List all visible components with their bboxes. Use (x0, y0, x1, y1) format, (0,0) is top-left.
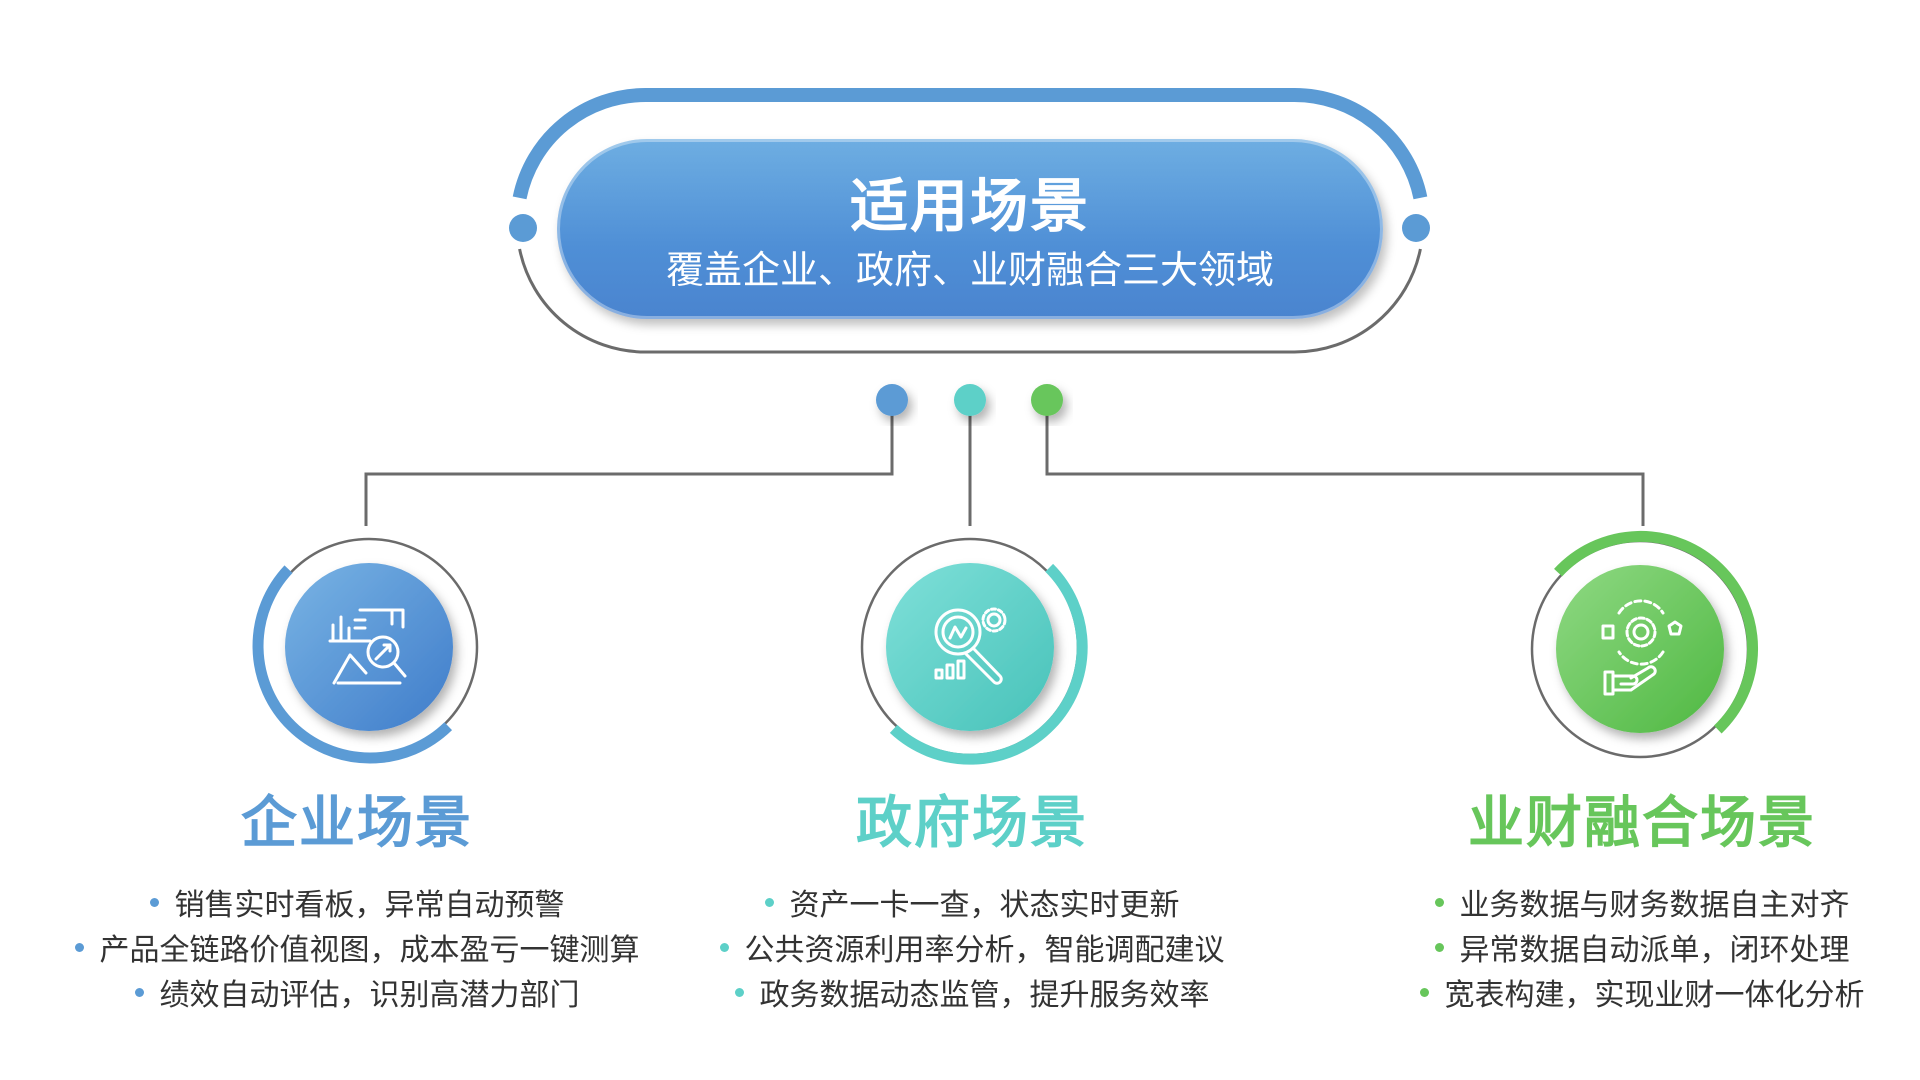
bullet-icon (149, 898, 159, 907)
page-title: 适用场景 (849, 172, 1090, 240)
connector-dot-teal (954, 384, 986, 416)
scenario-title: 政府场景 (856, 791, 1088, 856)
scenario-enterprise: 企业场景 销售实时看板，异常自动预警 产品全链路价值视图，成本盈亏一键测算 绩效… (37, 785, 677, 1018)
hand-gear-icon (1601, 599, 1683, 696)
bullet-text: 产品全链路价值视图，成本盈亏一键测算 (99, 933, 640, 968)
list-item: 政务数据动态监管，提升服务效率 (652, 973, 1292, 1018)
scenario-finance: 业财融合场景 业务数据与财务数据自主对齐 异常数据自动派单，闭环处理 宽表构建，… (1322, 785, 1920, 1018)
connector-dot-green (1031, 384, 1063, 416)
magnifier-gear-icon (934, 607, 1007, 685)
chart-analysis-icon (328, 608, 407, 685)
bullet-text: 绩效自动评估，识别高潜力部门 (159, 978, 580, 1013)
connector-dot-blue (876, 384, 908, 416)
bullet-text: 政务数据动态监管，提升服务效率 (759, 978, 1210, 1013)
bullet-text: 资产一卡一查，状态实时更新 (789, 888, 1180, 923)
bullet-text: 公共资源利用率分析，智能调配建议 (744, 933, 1225, 968)
connector-lines (364, 400, 1645, 526)
bullet-icon (1434, 898, 1444, 907)
page-subtitle: 覆盖企业、政府、业财融合三大领域 (665, 248, 1274, 292)
header-right-dot (1402, 214, 1430, 242)
list-item: 绩效自动评估，识别高潜力部门 (37, 973, 677, 1018)
bullet-icon (74, 943, 84, 952)
bullet-icon (734, 988, 744, 997)
list-item: 产品全链路价值视图，成本盈亏一键测算 (37, 928, 677, 973)
ring-government (860, 537, 1088, 765)
bullet-text: 业务数据与财务数据自主对齐 (1459, 888, 1850, 923)
header-pill: 适用场景 覆盖企业、政府、业财融合三大领域 (557, 139, 1383, 319)
list-item: 业务数据与财务数据自主对齐 (1322, 883, 1920, 928)
list-item: 公共资源利用率分析，智能调配建议 (652, 928, 1292, 973)
bullet-icon (719, 943, 729, 952)
bullet-text: 异常数据自动派单，闭环处理 (1459, 933, 1850, 968)
bullet-icon (134, 988, 144, 997)
list-item: 资产一卡一查，状态实时更新 (652, 883, 1292, 928)
bullet-text: 销售实时看板，异常自动预警 (174, 888, 565, 923)
scenario-title: 企业场景 (241, 791, 473, 856)
list-item: 异常数据自动派单，闭环处理 (1322, 928, 1920, 973)
bullet-icon (764, 898, 774, 907)
list-item: 宽表构建，实现业财一体化分析 (1322, 973, 1920, 1018)
header-left-dot (509, 214, 537, 242)
bullet-icon (1434, 943, 1444, 952)
ring-finance (1530, 530, 1758, 759)
header-frame-top-arc (512, 88, 1428, 200)
scenario-title: 业财融合场景 (1468, 791, 1816, 856)
list-item: 销售实时看板，异常自动预警 (37, 883, 677, 928)
bullet-text: 宽表构建，实现业财一体化分析 (1444, 978, 1865, 1013)
header-frame-bottom-arc (518, 248, 1422, 354)
scenario-government: 政府场景 资产一卡一查，状态实时更新 公共资源利用率分析，智能调配建议 政务数据… (652, 785, 1292, 1018)
bullet-icon (1419, 988, 1429, 997)
